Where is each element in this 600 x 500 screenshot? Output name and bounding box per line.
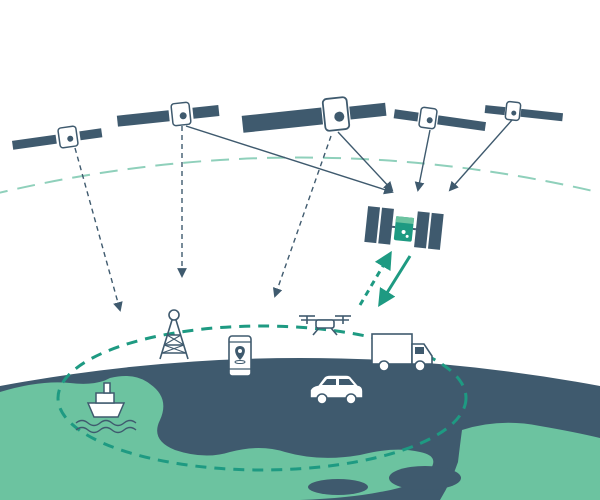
coverage-area (56, 324, 468, 472)
island (389, 466, 461, 490)
landmass-right (440, 422, 600, 500)
gnss-satellite-icon (241, 96, 387, 133)
uplink-arrow (358, 250, 392, 306)
ship-icon (75, 382, 137, 434)
link-sat2-relay (185, 125, 394, 195)
orbit-path (0, 156, 600, 194)
drone-icon (299, 315, 351, 336)
signal-sat3-ground (272, 135, 332, 298)
gnss-satellite-icon (484, 100, 564, 122)
relay-links (185, 119, 513, 195)
ground-signals (74, 126, 332, 312)
smartphone-location-icon (228, 335, 252, 377)
link-sat3-relay (337, 131, 394, 192)
downlink-arrow (378, 255, 412, 308)
link-sat4-relay (414, 129, 431, 192)
delivery-truck-icon (371, 333, 433, 372)
lake (308, 479, 368, 495)
antenna-tower-icon (159, 309, 189, 360)
link-sat5-relay (448, 119, 513, 192)
gnss-satellite-icon (116, 101, 220, 127)
gnss-satellite-icon (393, 106, 486, 132)
gnss-satellite-icon (11, 125, 103, 150)
car-icon (309, 374, 364, 405)
earth (0, 358, 600, 500)
relay-satellite-icon (364, 206, 444, 250)
signal-sat1-ground (74, 147, 123, 312)
